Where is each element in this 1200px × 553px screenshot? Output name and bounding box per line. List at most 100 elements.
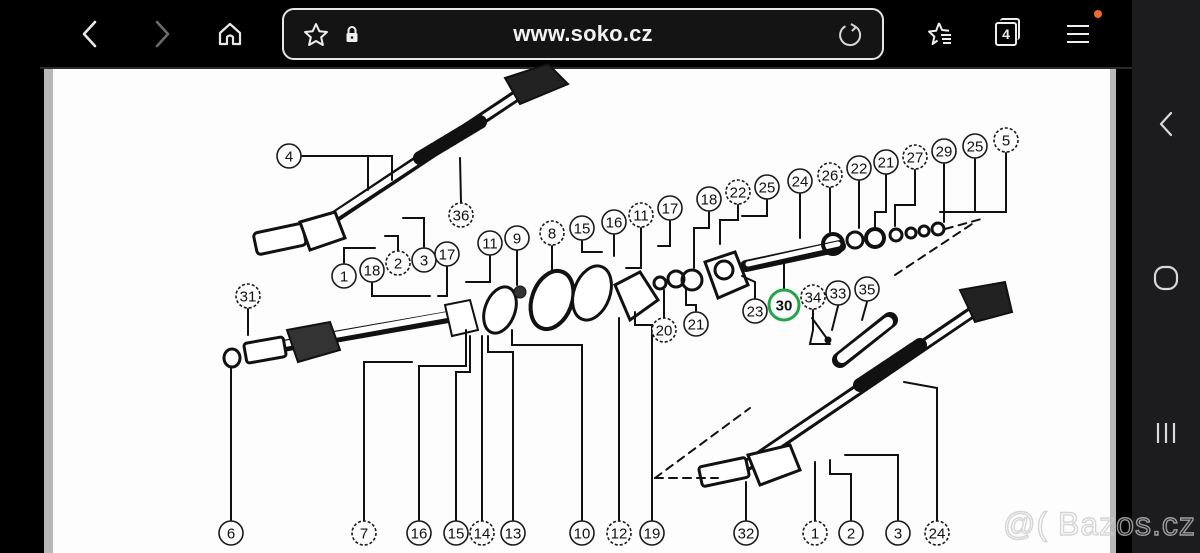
callout-part-6: 6: [218, 520, 244, 546]
recents-icon: [1156, 423, 1176, 443]
callout-label: 6: [227, 526, 235, 543]
lower-right-shaft-drawing: [697, 280, 1014, 488]
menu-button[interactable]: [1058, 14, 1098, 54]
callout-label: 25: [967, 139, 984, 156]
callout-label: 21: [688, 317, 705, 334]
callout-label: 19: [644, 526, 661, 543]
spline-shaft-drawing: [740, 221, 946, 272]
callout-part-11: 11: [628, 202, 654, 228]
callout-part-26: 26: [817, 162, 843, 188]
callout-label: 8: [548, 226, 556, 243]
reload-icon[interactable]: [836, 21, 864, 54]
callout-label: 2: [394, 256, 402, 273]
bookmarks-button[interactable]: [920, 14, 960, 54]
callout-part-30: 30: [767, 288, 801, 322]
home-icon: [218, 22, 242, 46]
callout-part-36: 36: [448, 202, 474, 228]
callout-label: 2: [847, 526, 855, 543]
callout-label: 13: [505, 526, 522, 543]
system-back-button[interactable]: [1146, 104, 1186, 144]
forward-button[interactable]: [142, 14, 182, 54]
tabs-stack-icon: [1000, 18, 1020, 40]
callout-part-16: 16: [406, 520, 432, 546]
callout-part-18: 18: [696, 186, 722, 212]
callout-part-10: 10: [569, 520, 595, 546]
callout-part-20: 20: [651, 317, 677, 343]
callout-label: 1: [340, 269, 348, 286]
callout-part-13: 13: [500, 520, 526, 546]
callout-part-21: 21: [873, 149, 899, 175]
back-chevron-icon: [1159, 111, 1173, 137]
callout-label: 34: [805, 290, 822, 307]
callout-part-2: 2: [385, 250, 411, 276]
callout-label: 26: [822, 168, 839, 185]
dashed-guide-lines: [654, 217, 986, 479]
callout-label: 5: [1002, 133, 1010, 150]
system-home-button[interactable]: [1146, 258, 1186, 298]
lock-icon: [345, 25, 359, 48]
callout-part-15: 15: [443, 520, 469, 546]
android-navigation-bar: [1132, 0, 1200, 553]
bazos-watermark: @( Bazos.cz: [1002, 505, 1196, 542]
callout-part-34: 34: [800, 284, 826, 310]
tabs-button[interactable]: 4: [995, 22, 1017, 46]
callout-label: 12: [611, 526, 628, 543]
home-circle-icon: [1153, 265, 1179, 291]
callout-part-35: 35: [854, 276, 880, 302]
system-recents-button[interactable]: [1146, 413, 1186, 453]
address-bar[interactable]: www.soko.cz: [282, 8, 884, 60]
back-button[interactable]: [70, 14, 110, 54]
callout-part-1: 1: [331, 263, 357, 289]
callout-label: 10: [574, 526, 591, 543]
callout-label: 3: [420, 253, 428, 270]
callout-part-9: 9: [504, 225, 530, 251]
callout-part-19: 19: [639, 520, 665, 546]
home-button[interactable]: [210, 14, 250, 54]
callout-part-7: 7: [351, 520, 377, 546]
callout-part-24: 24: [787, 168, 813, 194]
callout-label: 18: [364, 263, 381, 280]
callout-part-27: 27: [902, 144, 928, 170]
lower-left-shaft-drawing: [222, 298, 480, 369]
callout-label: 9: [513, 231, 521, 248]
chevron-left-icon: [82, 20, 97, 48]
callout-label: 16: [606, 215, 623, 232]
image-right-border: [1110, 68, 1116, 553]
callout-label: 3: [894, 526, 902, 543]
callout-label: 11: [633, 208, 649, 225]
callout-part-29: 29: [931, 138, 957, 164]
callout-part-15: 15: [569, 215, 595, 241]
guard-tube-drawing: [811, 312, 898, 368]
notification-dot: [1094, 10, 1102, 18]
callout-part-5: 5: [993, 127, 1019, 153]
hamburger-menu-icon: [1067, 25, 1089, 43]
callout-part-24: 24: [924, 520, 950, 546]
callout-label: 32: [738, 526, 755, 543]
callout-label: 15: [448, 526, 465, 543]
callout-label: 22: [851, 161, 868, 178]
callout-label: 35: [859, 282, 876, 299]
callout-label: 20: [656, 323, 673, 340]
callout-label: 27: [907, 150, 924, 167]
callout-part-32: 32: [733, 520, 759, 546]
url-text[interactable]: www.soko.cz: [513, 21, 653, 46]
callout-part-17: 17: [434, 241, 460, 267]
callout-part-2: 2: [838, 520, 864, 546]
callout-part-11: 11: [477, 230, 503, 256]
callout-label: 1: [811, 526, 819, 543]
callout-part-4: 4: [276, 143, 302, 169]
star-icon[interactable]: [302, 21, 330, 54]
chevron-right-icon: [155, 20, 170, 48]
callout-label: 23: [747, 304, 764, 321]
callout-part-33: 33: [825, 280, 851, 306]
callout-label: 31: [240, 289, 257, 306]
callout-part-3: 3: [411, 247, 437, 273]
callout-part-18: 18: [359, 257, 385, 283]
callout-label: 18: [701, 192, 718, 209]
callout-label: 24: [929, 526, 946, 543]
browser-toolbar: www.soko.cz 4: [0, 0, 1132, 68]
leader-lines: [230, 152, 1007, 521]
callout-part-1: 1: [802, 520, 828, 546]
callout-part-22: 22: [846, 155, 872, 181]
